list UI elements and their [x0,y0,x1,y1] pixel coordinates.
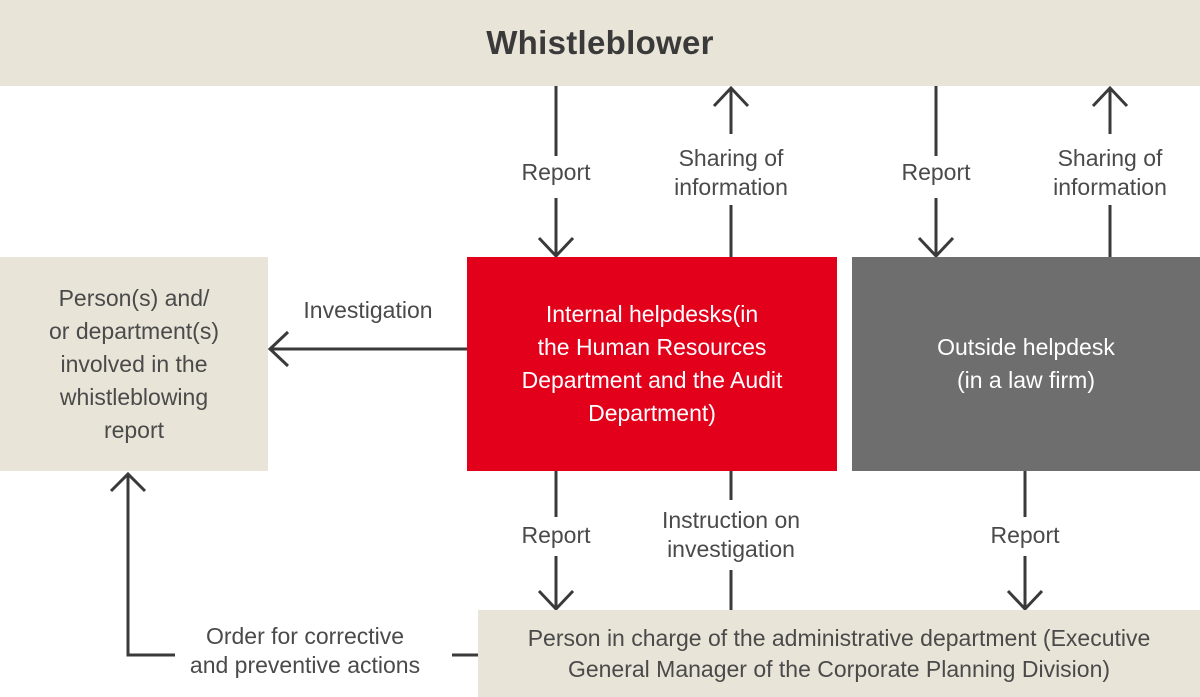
label-order-corrective: Order for corrective and preventive acti… [189,623,421,678]
whistleblower-title: Whistleblower [486,24,714,61]
admin-department-box: Person in charge of the administrative d… [478,610,1200,697]
whistleblower-banner: Whistleblower [0,0,1200,86]
arrow-order-corrective [109,471,478,657]
outside-helpdesk-box: Outside helpdesk (in a law firm) [852,257,1200,471]
admin-department-text: Person in charge of the administrative d… [527,624,1151,682]
arrow-report-to-internal [537,86,575,259]
label-report-internal-admin: Report [521,522,591,548]
arrow-internal-report-to-admin [537,471,575,612]
outside-helpdesk-text: Outside helpdesk (in a law firm) [937,334,1115,393]
label-sharing-internal: Sharing of information [674,145,788,200]
arrow-sharing-from-internal [712,85,750,257]
label-report-to-internal: Report [521,159,591,185]
involved-persons-box: Person(s) and/ or department(s) involved… [0,257,268,471]
arrow-sharing-from-outside [1091,85,1129,257]
arrow-report-to-outside [917,86,955,259]
label-sharing-outside: Sharing of information [1053,145,1167,200]
label-instruction: Instruction on investigation [661,507,801,562]
internal-helpdesk-text: Internal helpdesks(in the Human Resource… [521,301,783,426]
label-report-outside-admin: Report [990,522,1060,548]
label-report-to-outside: Report [901,159,971,185]
arrow-investigation [267,330,467,368]
label-investigation: Investigation [303,297,433,323]
involved-persons-text: Person(s) and/ or department(s) involved… [48,284,219,443]
arrow-outside-report-to-admin [1006,471,1044,612]
internal-helpdesk-box: Internal helpdesks(in the Human Resource… [467,257,837,471]
